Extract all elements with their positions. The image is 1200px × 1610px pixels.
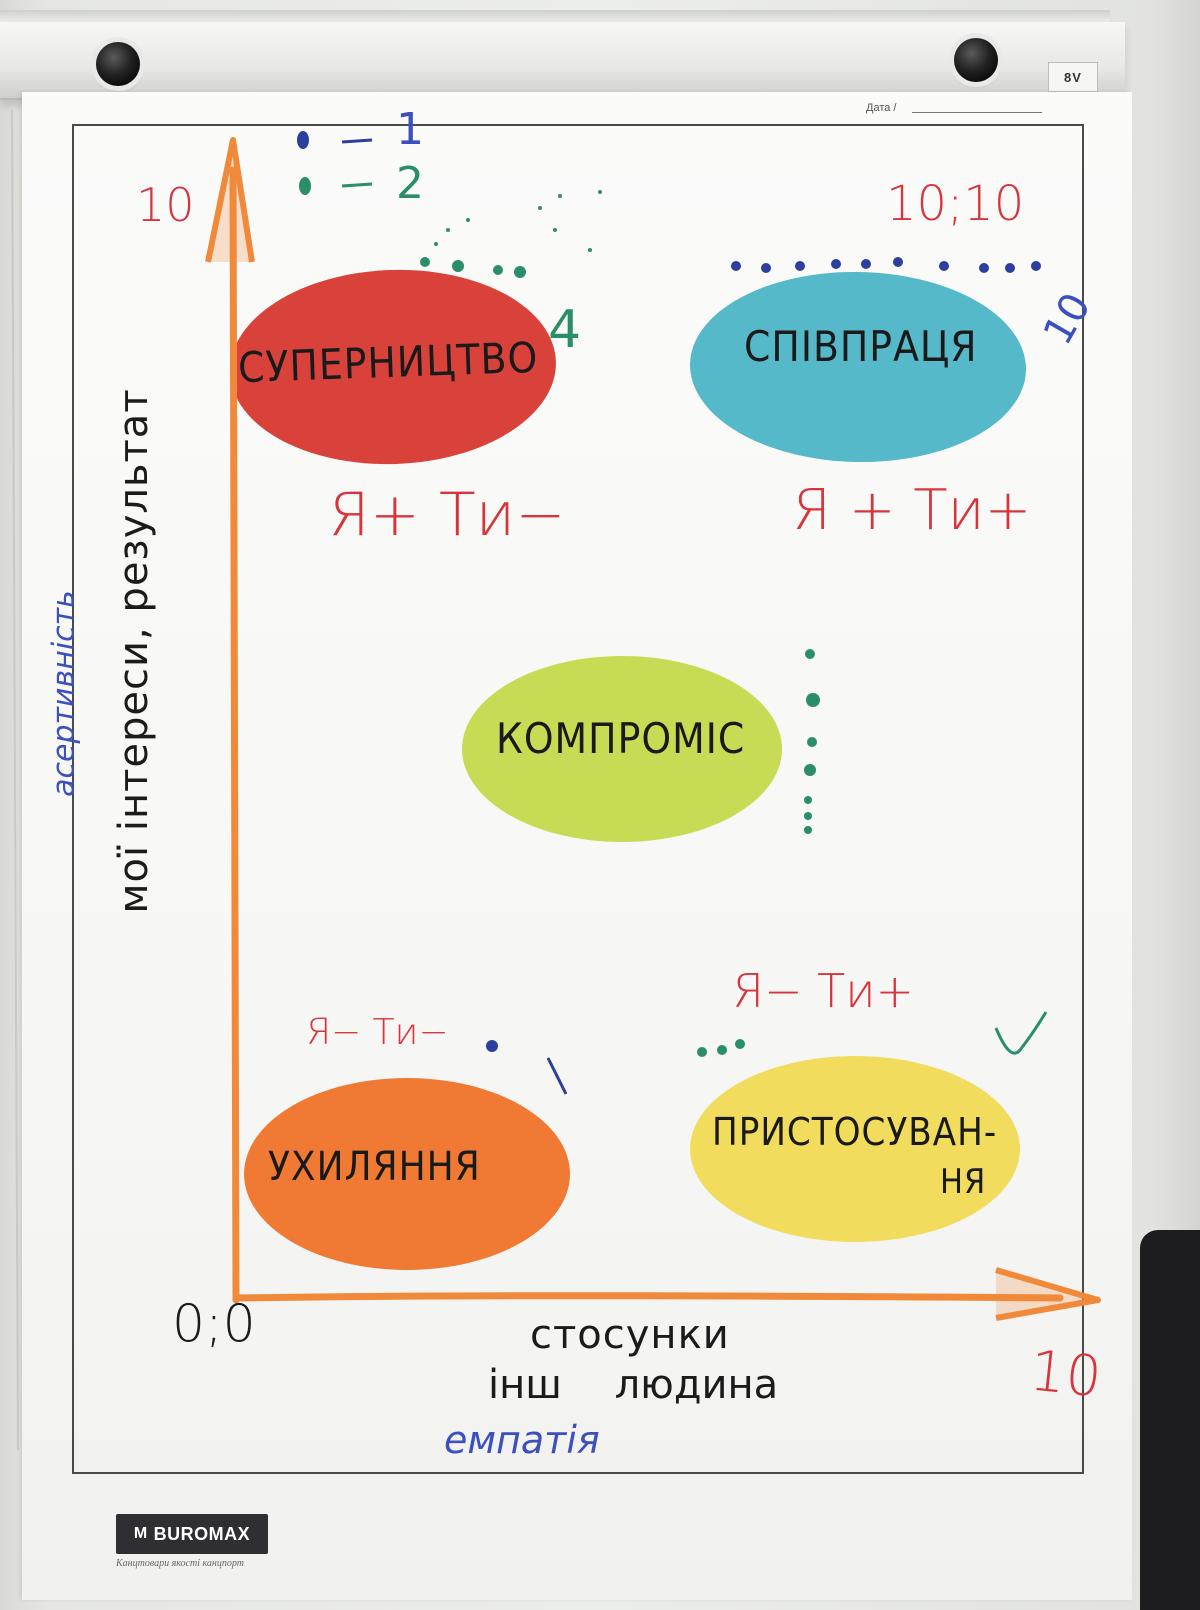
legend-value-1: 1: [396, 104, 424, 155]
paper-frame: [72, 124, 1084, 1474]
dark-object: [1140, 1230, 1200, 1610]
y-axis-title: мої інтереси, результат: [111, 388, 157, 914]
formula-collaboration: Я + Ти+: [792, 478, 1032, 543]
top-right-label: 10;10: [886, 176, 1025, 232]
clamp-knob-left[interactable]: [96, 42, 140, 86]
legend-dot-1: [297, 131, 309, 149]
origin-label: 0;0: [172, 1294, 256, 1354]
logo-slogan: Канцтовари якості канцпорт: [116, 1558, 244, 1569]
votes-accommodation: [697, 1039, 745, 1057]
y-axis-arrowhead: [205, 137, 255, 263]
legend-dash-2: [341, 182, 373, 188]
x-axis-line: [232, 1292, 1064, 1302]
date-rule: [912, 112, 1042, 113]
clamp-knob-right[interactable]: [954, 38, 998, 82]
votes-competition: [420, 190, 602, 278]
logo-mark: M: [133, 1525, 148, 1542]
buromax-logo: M BUROMAX: [116, 1514, 268, 1554]
formula-avoidance: Я− Ти−: [306, 1012, 449, 1053]
flipchart-rail: 8V: [0, 22, 1125, 100]
y-axis-line: [229, 166, 240, 1304]
label-competition: СУПЕРНИЦТВО: [237, 332, 540, 393]
x-axis-subtitle: емпатія: [444, 1418, 600, 1462]
votes-compromise: [804, 649, 820, 834]
legend-dot-2: [299, 177, 311, 195]
legend-value-2: 2: [396, 158, 424, 209]
label-avoidance: УХИЛЯННЯ: [268, 1144, 481, 1190]
flipchart-rail-top: [0, 10, 1110, 24]
label-accommodation: ПРИСТОСУВАН-: [712, 1110, 998, 1154]
oval-accommodation: [690, 1056, 1020, 1242]
oval-avoidance: [244, 1078, 570, 1270]
score-competition: 4: [548, 300, 582, 360]
check-mark-accommodation: [994, 1011, 1048, 1055]
legend-dash-1: [341, 138, 373, 144]
y-max-label: 10: [136, 178, 195, 232]
x-axis-title-line2: інш людина: [488, 1362, 779, 1408]
x-max-label: 10: [1026, 1338, 1105, 1411]
x-axis-arrowhead: [995, 1267, 1101, 1321]
paper-left-edge: [11, 109, 19, 1451]
tick-avoidance: [546, 1057, 568, 1095]
logo-text: BUROMAX: [153, 1523, 251, 1544]
label-compromise: КОМПРОМІС: [496, 714, 746, 763]
vote-avoidance: [486, 1040, 498, 1052]
formula-accommodation: Я− Ти+: [732, 964, 915, 1018]
date-label: Дата /: [866, 102, 897, 114]
formula-competition: Я+ Ти−: [328, 480, 566, 550]
label-collaboration: СПІВПРАЦЯ: [744, 322, 978, 371]
oval-compromise: [462, 656, 782, 842]
y-axis-subtitle: асертивність: [46, 590, 82, 797]
label-accommodation-line2: НЯ: [940, 1162, 987, 1202]
votes-collaboration: [731, 257, 1041, 273]
rail-brand-tag: 8V: [1048, 62, 1098, 92]
x-axis-title-line1: стосунки: [530, 1312, 730, 1358]
